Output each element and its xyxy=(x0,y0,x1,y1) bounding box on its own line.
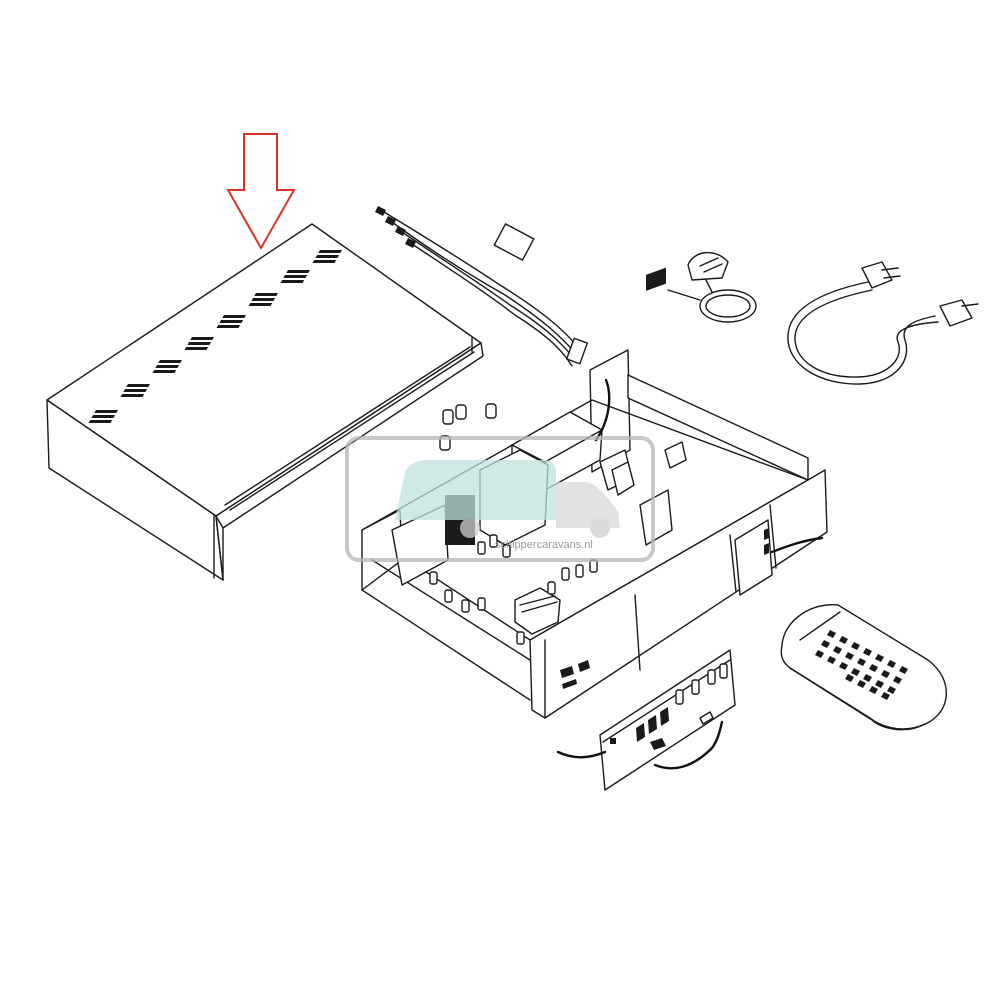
remote-keypad xyxy=(815,630,908,700)
sensor-cable xyxy=(667,251,757,323)
capacitors xyxy=(429,534,598,645)
indicator-arrow xyxy=(226,133,296,251)
wiring-harness xyxy=(375,206,589,367)
watermark-frame xyxy=(345,436,655,562)
top-cover xyxy=(46,223,484,581)
caravan-icon xyxy=(395,460,620,538)
arrow-shape xyxy=(226,133,296,251)
cover-lip xyxy=(224,346,475,511)
watermark: schippercaravans.nl xyxy=(345,436,655,562)
mounting-clips xyxy=(439,403,497,451)
watermark-text: schippercaravans.nl xyxy=(495,539,593,551)
front-control-board xyxy=(556,649,736,791)
front-display xyxy=(734,519,773,596)
remote-control xyxy=(780,604,948,731)
remote-body xyxy=(780,604,948,730)
power-cord xyxy=(787,261,979,385)
cover-vent-slots xyxy=(88,250,342,423)
